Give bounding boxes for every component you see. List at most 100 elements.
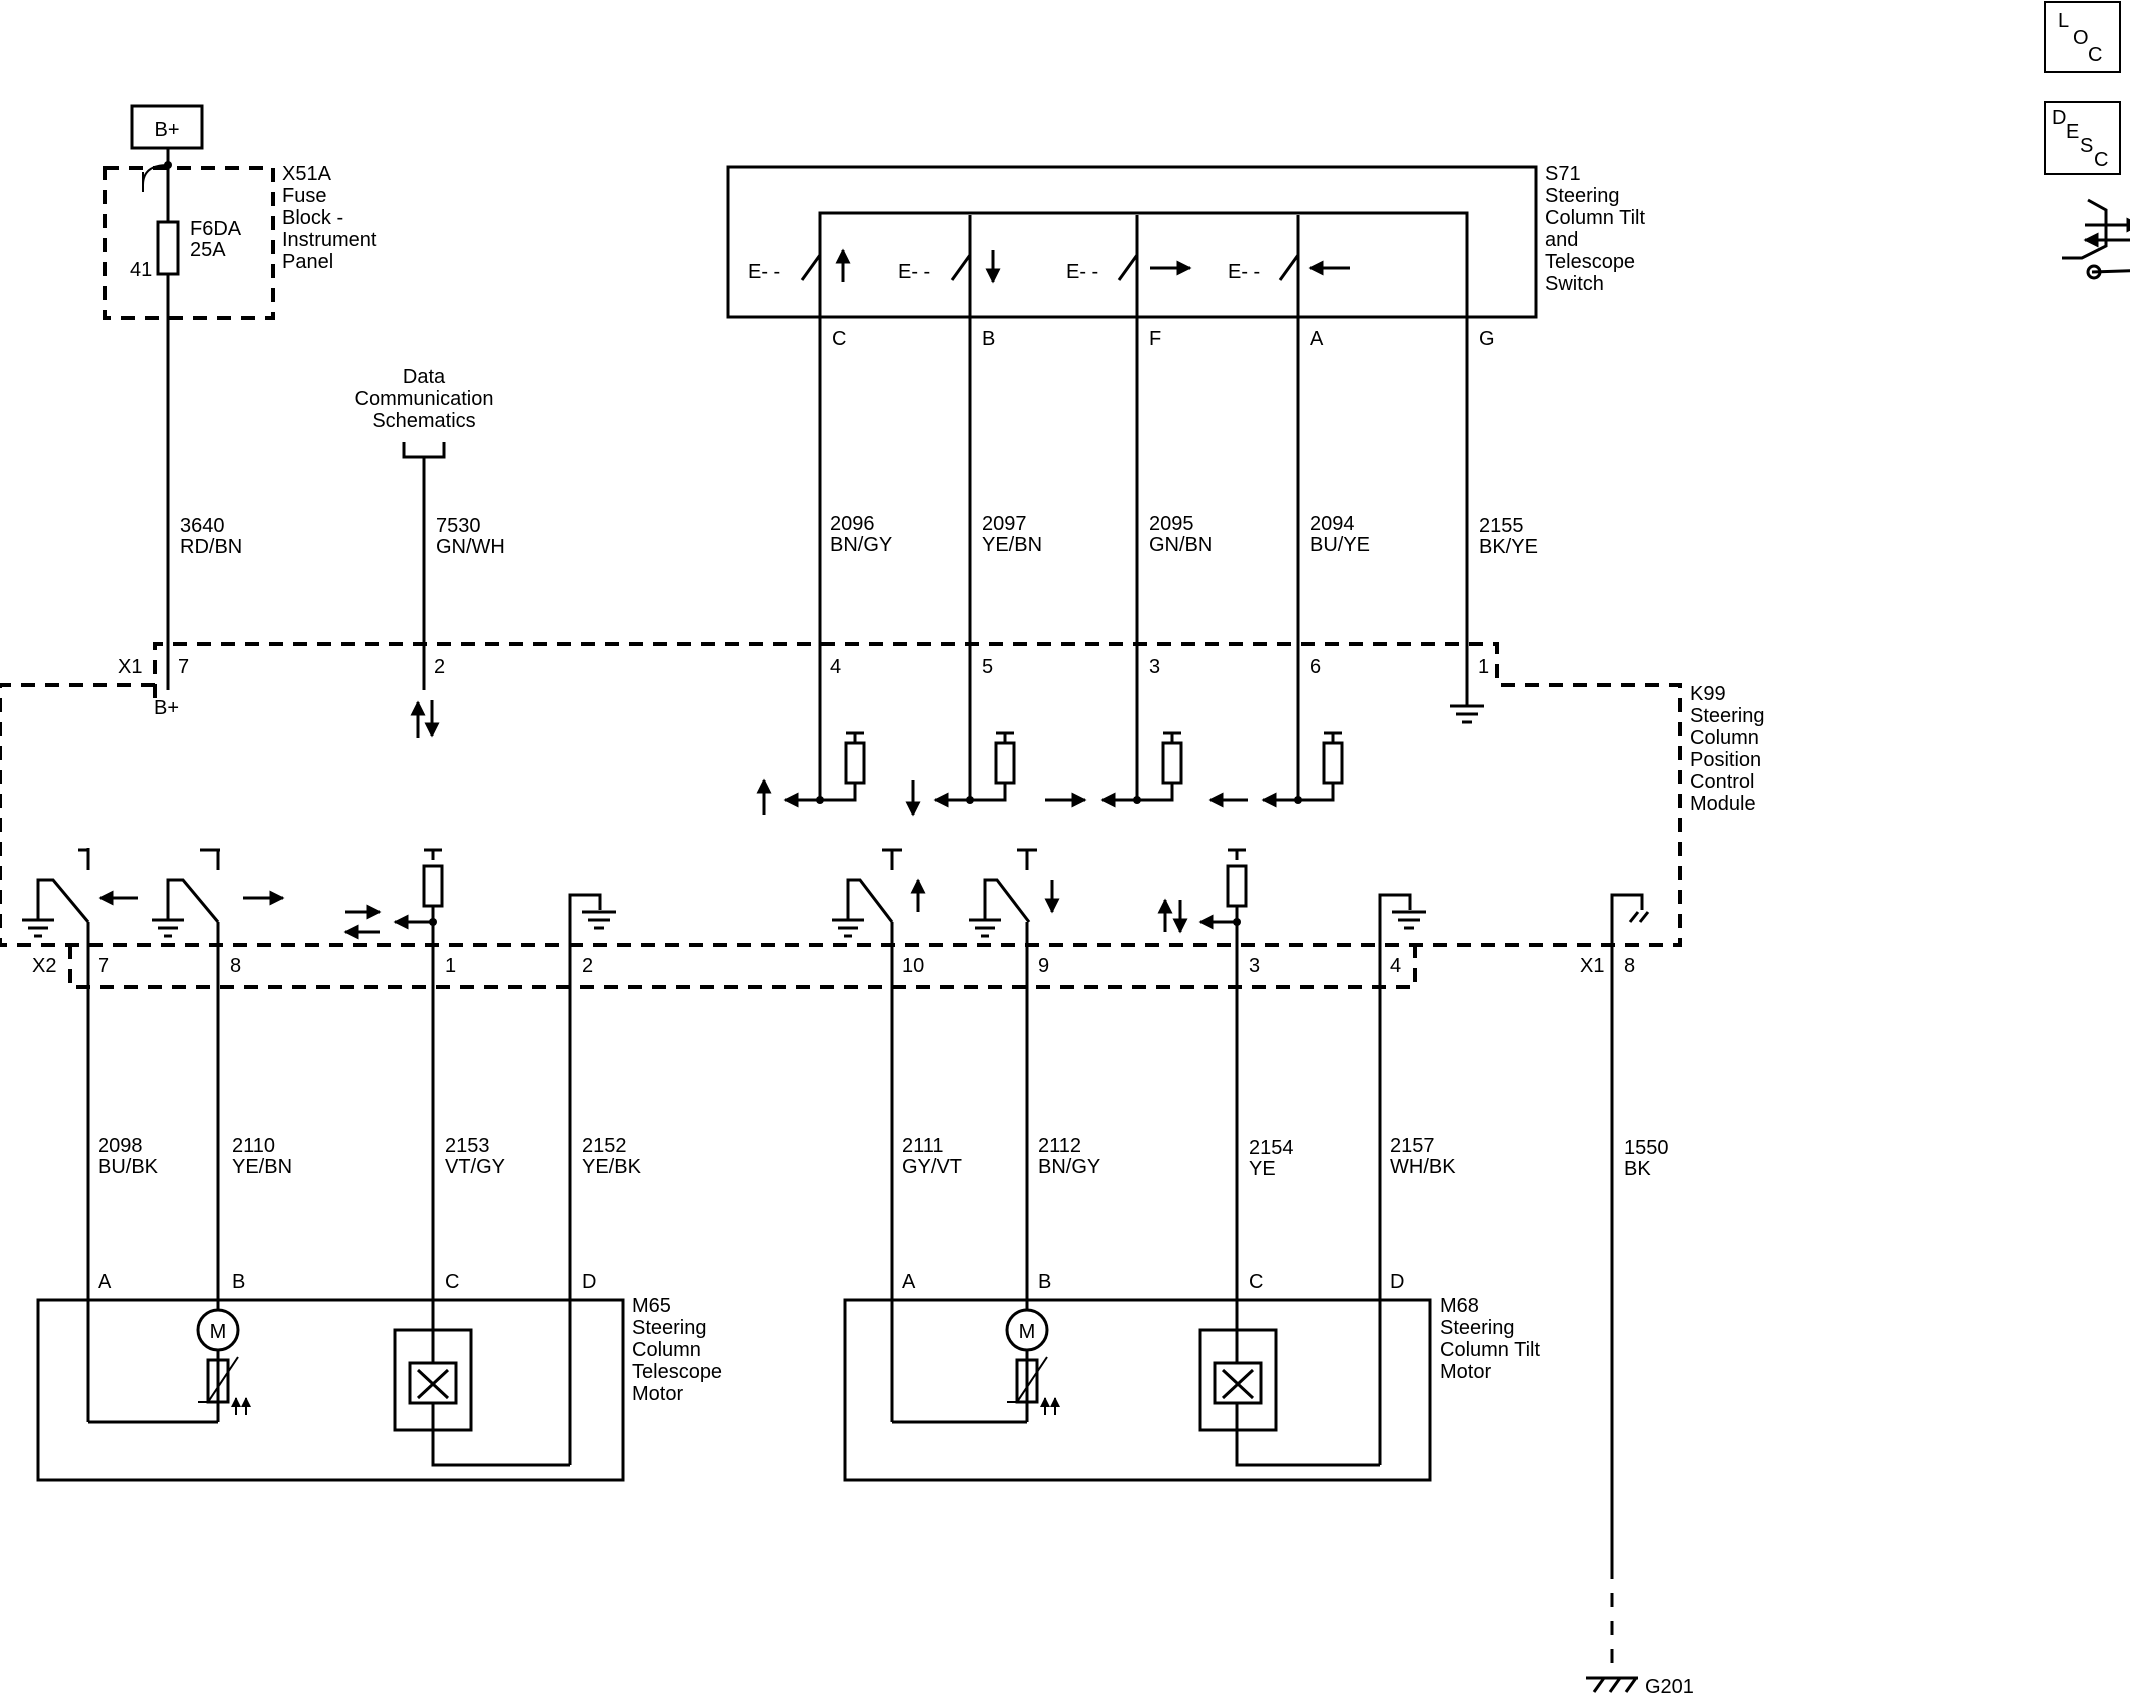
svg-text:41: 41 <box>130 259 152 281</box>
svg-text:Data: Data <box>403 366 446 388</box>
svg-text:B+: B+ <box>154 119 179 141</box>
svg-text:Column Tilt: Column Tilt <box>1440 1339 1540 1361</box>
svg-text:GY/VT: GY/VT <box>902 1156 962 1178</box>
svg-text:X1: X1 <box>1580 955 1604 977</box>
svg-text:B: B <box>232 1271 245 1293</box>
ground-ref-telescope <box>568 893 616 945</box>
svg-text:Column: Column <box>632 1339 701 1361</box>
connector-repair-icon[interactable] <box>2062 198 2130 280</box>
svg-text:1: 1 <box>445 955 456 977</box>
svg-text:2097: 2097 <box>982 513 1027 535</box>
svg-text:4: 4 <box>1390 955 1401 977</box>
svg-text:Steering: Steering <box>1440 1317 1515 1339</box>
module-k99: K99 Steering Column Position Control Mod… <box>0 642 1765 989</box>
svg-text:X2: X2 <box>32 955 56 977</box>
svg-text:BU/YE: BU/YE <box>1310 534 1370 556</box>
svg-text:3: 3 <box>1249 955 1260 977</box>
svg-text:BN/GY: BN/GY <box>830 534 892 556</box>
svg-text:K99: K99 <box>1690 683 1726 705</box>
svg-text:2094: 2094 <box>1310 513 1355 535</box>
motor-m65: A B C D M M65 Steering Column Telescope … <box>36 1271 722 1482</box>
svg-text:L: L <box>2058 10 2069 32</box>
sensor-tilt <box>1157 848 1248 934</box>
desc-icon[interactable]: D E S C <box>2044 101 2121 175</box>
svg-text:C: C <box>2094 149 2108 171</box>
svg-text:Telescope: Telescope <box>1545 251 1635 273</box>
input-tilt-up <box>756 731 866 815</box>
switch-up: E- - <box>748 215 851 283</box>
svg-text:Motor: Motor <box>1440 1361 1491 1383</box>
svg-text:E- -: E- - <box>1228 261 1260 283</box>
svg-text:C: C <box>445 1271 459 1293</box>
svg-text:9: 9 <box>1038 955 1049 977</box>
svg-text:2112: 2112 <box>1038 1135 1081 1157</box>
ground-ref-tilt <box>1378 893 1426 945</box>
svg-text:G201: G201 <box>1645 1676 1694 1695</box>
svg-text:BK: BK <box>1624 1158 1651 1180</box>
svg-text:X51A: X51A <box>282 163 332 185</box>
svg-text:D: D <box>2052 107 2066 129</box>
svg-text:2096: 2096 <box>830 513 875 535</box>
svg-text:and: and <box>1545 229 1578 251</box>
svg-text:Module: Module <box>1690 793 1756 815</box>
svg-text:BK/YE: BK/YE <box>1479 536 1538 558</box>
svg-text:Block -: Block - <box>282 207 343 229</box>
svg-text:2152: 2152 <box>582 1135 627 1157</box>
driver-telescope-a <box>22 848 138 940</box>
svg-text:Position: Position <box>1690 749 1761 771</box>
svg-text:Control: Control <box>1690 771 1754 793</box>
svg-text:Communication: Communication <box>355 388 494 410</box>
svg-text:4: 4 <box>830 656 841 678</box>
svg-text:B: B <box>982 328 995 350</box>
svg-text:S71: S71 <box>1545 163 1581 185</box>
switch-left: E- - <box>1228 215 1350 283</box>
motor-m68: A B C D M M68 Steering Column Tilt Motor <box>843 1271 1540 1482</box>
svg-text:G: G <box>1479 328 1495 350</box>
driver-tilt-a <box>832 848 926 940</box>
svg-text:GN/WH: GN/WH <box>436 536 505 558</box>
loc-icon[interactable]: L O C <box>2044 1 2121 73</box>
svg-text:B+: B+ <box>154 697 179 719</box>
svg-text:BU/BK: BU/BK <box>98 1156 159 1178</box>
svg-text:O: O <box>2073 27 2089 49</box>
svg-text:D: D <box>1390 1271 1404 1293</box>
svg-text:WH/BK: WH/BK <box>1390 1156 1456 1178</box>
svg-text:M: M <box>1019 1321 1036 1343</box>
svg-text:Panel: Panel <box>282 251 333 273</box>
svg-text:Column: Column <box>1690 727 1759 749</box>
svg-text:2153: 2153 <box>445 1135 490 1157</box>
data-communication-reference[interactable]: Data Communication Schematics <box>355 366 494 459</box>
svg-text:S: S <box>2080 135 2093 157</box>
svg-text:7: 7 <box>178 656 189 678</box>
svg-text:Switch: Switch <box>1545 273 1604 295</box>
svg-text:6: 6 <box>1310 656 1321 678</box>
svg-text:2098: 2098 <box>98 1135 143 1157</box>
svg-text:E- -: E- - <box>1066 261 1098 283</box>
svg-text:GN/BN: GN/BN <box>1149 534 1212 556</box>
svg-text:7: 7 <box>98 955 109 977</box>
svg-text:25A: 25A <box>190 239 226 261</box>
switch-right: E- - <box>1066 215 1192 283</box>
svg-text:2110: 2110 <box>232 1135 275 1157</box>
ground-g201: G201 <box>1586 1565 1694 1695</box>
svg-text:M68: M68 <box>1440 1295 1479 1317</box>
svg-text:B: B <box>1038 1271 1051 1293</box>
svg-text:YE/BK: YE/BK <box>582 1156 642 1178</box>
input-telescope-out <box>1045 731 1183 808</box>
svg-text:A: A <box>1310 328 1324 350</box>
svg-text:Steering: Steering <box>1690 705 1765 727</box>
svg-text:Fuse: Fuse <box>282 185 326 207</box>
svg-text:3: 3 <box>1149 656 1160 678</box>
svg-text:Steering: Steering <box>632 1317 707 1339</box>
svg-text:VT/GY: VT/GY <box>445 1156 505 1178</box>
battery-positive-source: B+ <box>130 104 204 150</box>
svg-text:D: D <box>582 1271 596 1293</box>
svg-text:3640: 3640 <box>180 515 225 537</box>
svg-text:7530: 7530 <box>436 515 481 537</box>
svg-text:2: 2 <box>582 955 593 977</box>
svg-text:Telescope: Telescope <box>632 1361 722 1383</box>
svg-text:8: 8 <box>1624 955 1635 977</box>
svg-text:YE: YE <box>1249 1158 1276 1180</box>
svg-text:1550: 1550 <box>1624 1137 1669 1159</box>
svg-text:M: M <box>210 1321 227 1343</box>
